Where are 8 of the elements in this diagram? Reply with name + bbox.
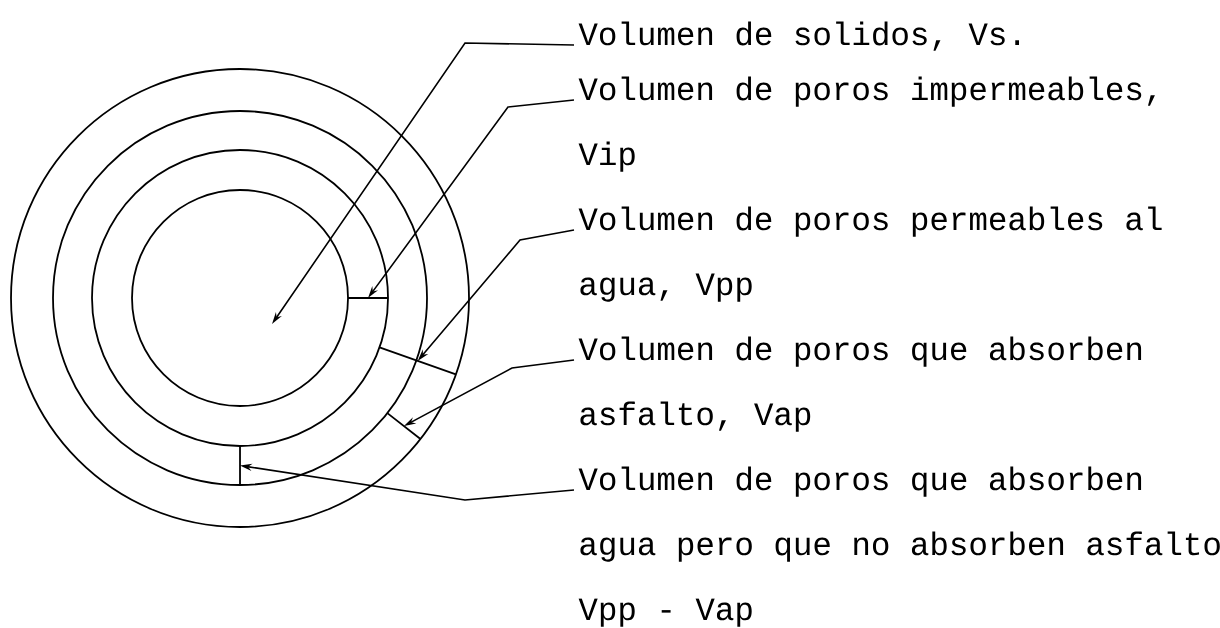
- label-text: Volumen de poros que absorben asfalto, Vap: [578, 336, 1142, 432]
- radial-segment: [378, 346, 457, 376]
- solid-core-circle: [131, 189, 349, 407]
- label-text: Volumen de solidos, Vs.: [578, 21, 1019, 51]
- radial-segment: [386, 412, 422, 440]
- label-text: Volumen de poros impermeables, Vip: [578, 76, 1155, 172]
- label-text: Volumen de poros que absorben agua pero que no absorben asfalto Vpp - Vap: [578, 466, 1220, 627]
- label-text: Volumen de poros permeables al agua, Vpp: [578, 206, 1162, 302]
